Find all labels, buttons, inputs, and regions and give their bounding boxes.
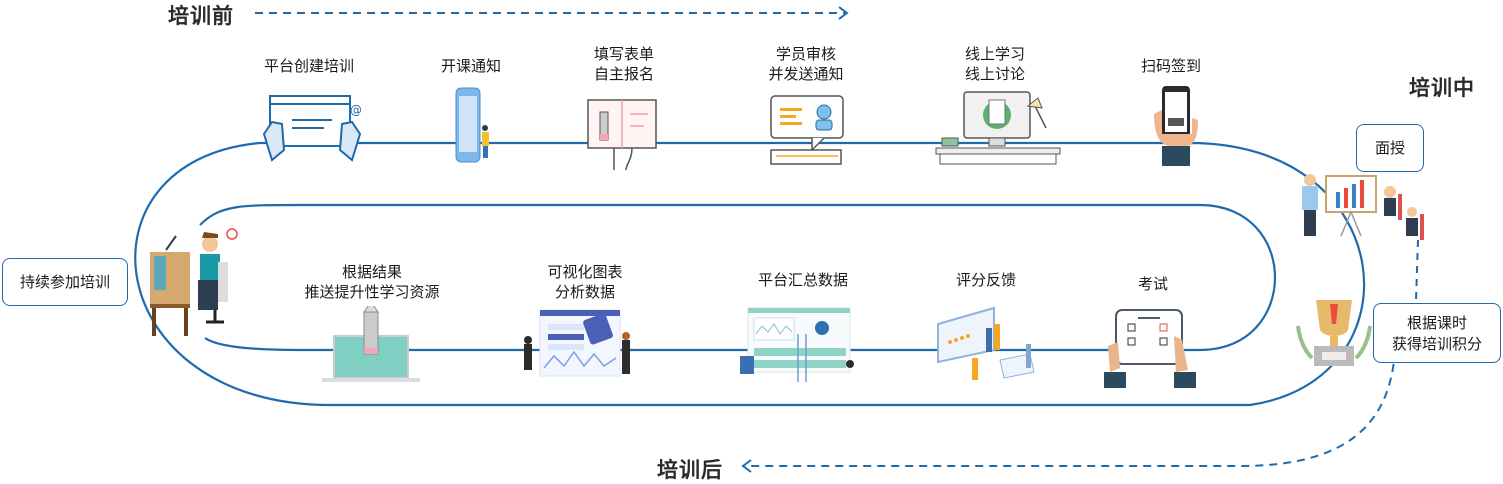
form-book-icon — [587, 99, 657, 171]
trophy-icon — [1296, 300, 1372, 366]
dashboard-icon — [740, 307, 854, 382]
student-desk-icon — [150, 228, 238, 336]
step-platform-create: 平台创建培训 — [263, 57, 355, 75]
presentation-class-icon — [1302, 174, 1424, 240]
step-exam: 考试 — [1137, 275, 1169, 293]
inner-track-line — [199, 203, 1276, 352]
exam-tablet-icon — [1104, 309, 1196, 388]
step-online-study: 线上学习 线上讨论 — [964, 45, 1026, 83]
step-fill-form: 填写表单 自主报名 — [593, 45, 655, 83]
step-rating-feedback: 评分反馈 — [955, 271, 1017, 289]
phone-notification-icon — [455, 87, 489, 163]
qr-scan-phone-icon — [1154, 86, 1198, 166]
chat-profile-icon — [770, 95, 844, 165]
before-arrow-head — [838, 6, 849, 20]
step-visual-analysis: 可视化图表 分析数据 — [547, 263, 623, 301]
phase-during-label: 培训中 — [1409, 76, 1475, 100]
step-platform-summary: 平台汇总数据 — [757, 271, 849, 289]
after-arrow-line — [745, 349, 1396, 467]
after-arrow-head — [741, 459, 752, 473]
step-course-notice: 开课通知 — [440, 57, 502, 75]
phase-after-label: 培训后 — [657, 458, 723, 482]
callout-credits: 根据课时 获得培训积分 — [1373, 303, 1501, 363]
chart-analysis-icon — [524, 309, 630, 377]
step-scan-signin: 扫码签到 — [1140, 57, 1202, 75]
rocket-laptop-icon — [322, 306, 420, 382]
svg-text:@: @ — [350, 103, 362, 117]
during-dashed-connector — [1415, 239, 1419, 301]
hands-laptop-icon: @ — [262, 95, 362, 162]
step-review-notify: 学员审核 并发送通知 — [768, 45, 844, 83]
phase-before-label: 培训前 — [168, 4, 234, 28]
step-push-resources: 根据结果 推送提升性学习资源 — [304, 263, 440, 301]
callout-continue-training: 持续参加培训 — [2, 258, 128, 306]
desktop-computer-icon — [935, 91, 1061, 165]
callout-face-to-face: 面授 — [1356, 124, 1424, 172]
rating-screen-icon — [937, 306, 1035, 380]
